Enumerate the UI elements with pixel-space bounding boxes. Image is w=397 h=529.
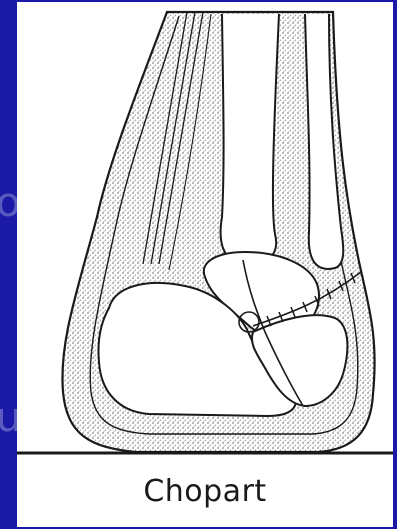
illustration-panel: Chopart — [17, 2, 393, 527]
foot-amputation-diagram — [17, 2, 393, 527]
tibia-bone — [221, 14, 279, 264]
diagram-caption: Chopart — [17, 474, 393, 509]
